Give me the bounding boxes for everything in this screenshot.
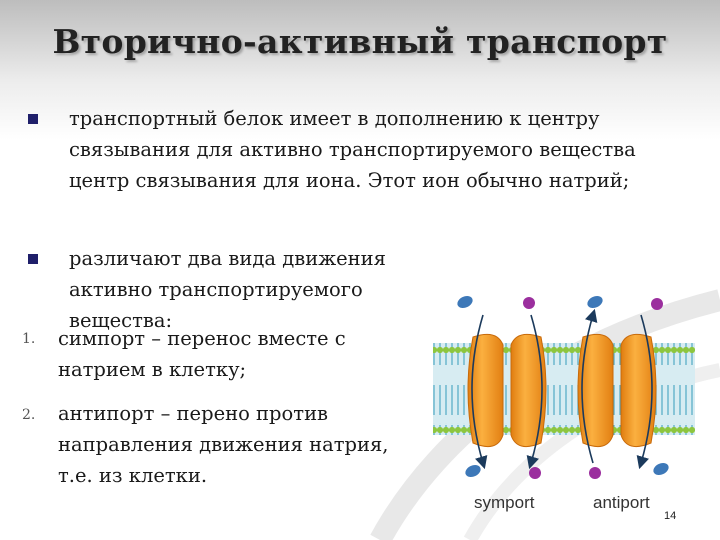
page-number: 14 <box>664 510 677 522</box>
symport-arrow-left <box>471 314 488 470</box>
solute-molecule <box>529 467 541 479</box>
symport-arrow-right <box>526 314 543 470</box>
list-number-1: 1. <box>22 331 36 347</box>
list-number-2: 2. <box>22 407 36 423</box>
bullet-text-1: транспортный белок имеет в дополнению к … <box>69 107 636 192</box>
solute-molecule <box>651 298 663 310</box>
symport-protein <box>467 333 547 448</box>
sodium-ion <box>457 295 473 309</box>
label-antiport: antiport <box>593 493 650 512</box>
slide-title: Вторично-активный транспорт <box>52 22 668 61</box>
bullet-marker <box>28 114 38 124</box>
list-text-symport: симпорт – перенос вместе с натрием в кле… <box>58 327 346 381</box>
label-symport: symport <box>474 493 535 512</box>
solute-molecule <box>523 297 535 309</box>
antiport-protein <box>577 333 657 448</box>
antiport-arrow-down <box>636 314 653 470</box>
sodium-ion <box>653 462 669 476</box>
sodium-ion <box>465 464 481 478</box>
symport-antiport-diagram: symport antiport <box>433 295 695 512</box>
solute-molecule <box>589 467 601 479</box>
bullet-text-2: различают два вида движения активно тран… <box>69 247 386 332</box>
list-text-antiport: антипорт – перено против направления дви… <box>58 402 389 487</box>
antiport-arrow-up <box>581 308 598 464</box>
sodium-ion <box>587 295 603 309</box>
bullet-marker <box>28 254 38 264</box>
